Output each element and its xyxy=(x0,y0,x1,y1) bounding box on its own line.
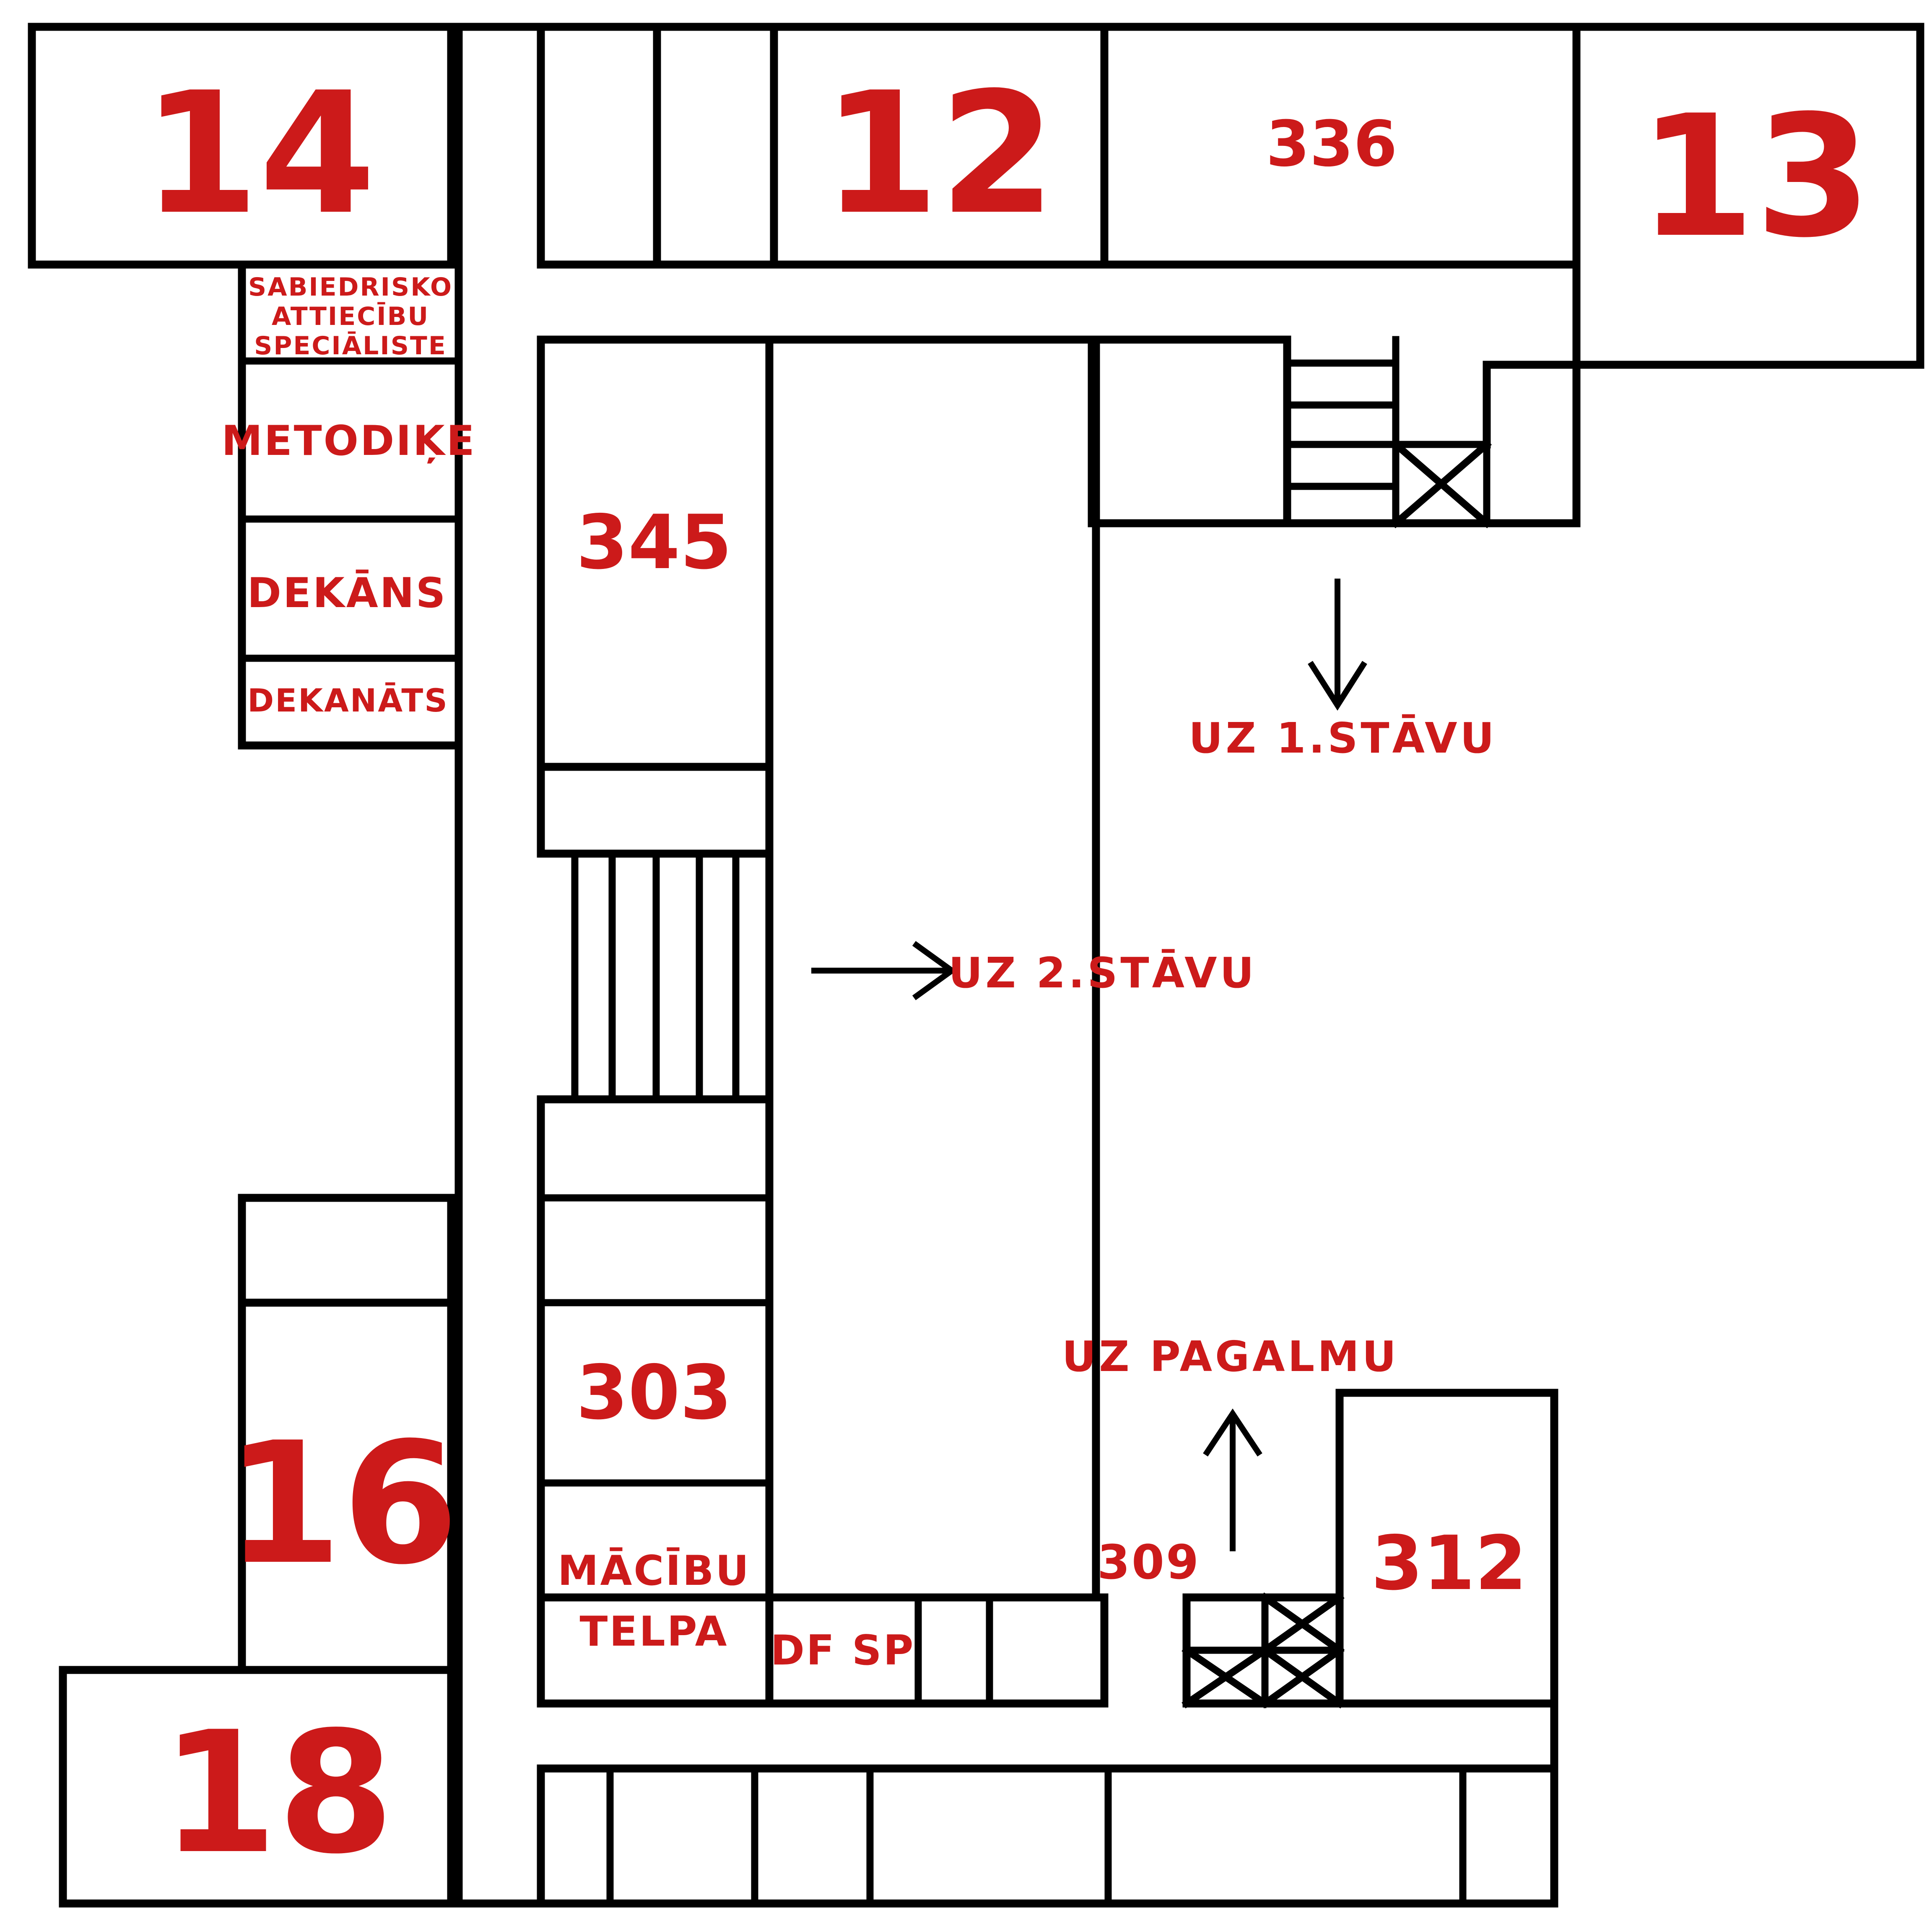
elevator-309-x2 xyxy=(1182,1645,1270,1709)
room-12-label: 12 xyxy=(823,57,1056,252)
macibu-telpa-label-line2: TELPA xyxy=(580,1608,729,1656)
room-345-label: 345 xyxy=(576,499,732,586)
room-16-upper-outline xyxy=(238,1194,455,1307)
arrow-down-icon xyxy=(1308,579,1367,711)
room-14-label: 14 xyxy=(143,57,376,252)
direction-arrows xyxy=(811,579,1367,1551)
room-13-outline xyxy=(1572,23,1924,369)
macibu-telpa-label-line1: MĀCĪBU xyxy=(558,1547,750,1595)
room-309-label: 309 xyxy=(1097,1535,1200,1590)
elevator-1-x-b xyxy=(1391,439,1492,528)
top-small-room-b xyxy=(653,23,778,269)
stairwell-1-block xyxy=(1088,335,1581,527)
sabiedrisko-label-line2: ATTIECĪBU xyxy=(272,301,429,331)
sabiedrisko-label-line3: SPECIĀLISTE xyxy=(254,331,447,361)
walls xyxy=(28,23,1924,1908)
room-18-outline xyxy=(59,1666,455,1908)
room-18-label: 18 xyxy=(161,1696,395,1891)
direction-labels: UZ 1.STĀVU UZ 2.STĀVU UZ PAGALMU xyxy=(948,714,1497,1381)
dekans-label: DEKĀNS xyxy=(247,569,447,617)
top-small-room-a xyxy=(537,23,661,269)
room-13-label: 13 xyxy=(1639,80,1872,275)
room-16-label: 16 xyxy=(226,1407,459,1602)
elevator-309-x4 xyxy=(1260,1592,1345,1655)
arrow-right-icon xyxy=(811,941,957,1000)
room-312-label: 312 xyxy=(1371,1520,1527,1607)
dekanats-label: DEKANĀTS xyxy=(247,682,449,719)
sabiedrisko-label-line1: SABIEDRISKO xyxy=(248,273,453,302)
room-labels: 14 12 336 13 SABIEDRISKO ATTIECĪBU SPECI… xyxy=(143,57,1872,1891)
elevator-309-x6 xyxy=(1260,1645,1345,1709)
room-303-label: 303 xyxy=(576,1349,732,1436)
arrow-up-icon xyxy=(1203,1408,1262,1551)
left-office-column xyxy=(238,260,455,750)
elevator-1 xyxy=(1392,441,1491,527)
room-336-label: 336 xyxy=(1266,108,1397,181)
to-floor-2-label: UZ 2.STĀVU xyxy=(948,948,1257,997)
df-sp-label: DF SP xyxy=(771,1627,915,1675)
to-courtyard-label: UZ PAGALMU xyxy=(1062,1332,1399,1381)
to-floor-1-label: UZ 1.STĀVU xyxy=(1189,714,1497,763)
metodike-label: METODIĶE xyxy=(221,417,476,465)
